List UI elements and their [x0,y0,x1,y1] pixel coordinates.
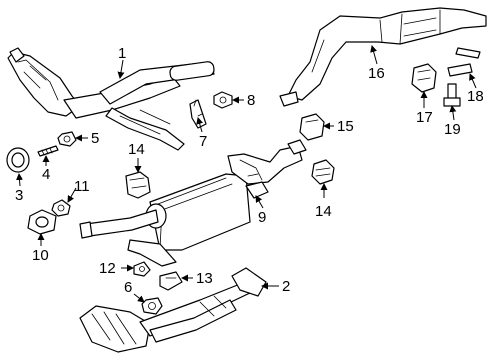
insulator-15 [299,113,325,141]
gasket-ring [6,147,30,173]
callout-13: 13 [196,270,213,287]
callout-14-upper: 14 [128,141,145,158]
insulator-upper [125,171,151,199]
tailpipe-rear-muffler [279,7,487,107]
callout-17: 17 [416,109,433,126]
callout-7: 7 [199,133,207,150]
callout-leaders [16,45,477,303]
flange-gasket [27,209,57,235]
clamp-bracket [159,271,183,291]
callout-16: 16 [368,65,385,82]
front-catalytic-converter-y-pipe [7,47,215,151]
callout-11: 11 [74,178,90,195]
hex-nut [57,131,77,147]
flange-nut [51,199,71,217]
callout-3: 3 [15,187,23,204]
callout-6: 6 [124,279,132,296]
stud-bolt [37,145,59,157]
callout-1: 1 [118,45,126,62]
hanger-bracket [189,99,207,129]
muffler-assembly [79,139,307,267]
flange-bolt [213,91,233,109]
callout-9: 9 [258,209,266,226]
bolt-12 [133,261,151,277]
callout-4: 4 [42,166,50,183]
support-bracket [447,47,481,77]
insulator-17 [411,63,437,93]
callout-18: 18 [467,88,484,105]
hex-nut-lower [141,297,163,315]
callout-12: 12 [99,260,116,277]
callout-8: 8 [247,92,255,109]
callout-10: 10 [32,247,49,264]
callout-2: 2 [282,278,290,295]
rear-catalytic-converter-pipe [79,267,267,353]
callout-5: 5 [91,130,99,147]
insulator-right [311,159,335,185]
hanger-bolt [443,83,461,107]
callout-19: 19 [444,121,461,138]
callout-numbers: 1 2 3 4 5 6 7 8 9 10 11 12 13 14 14 15 1… [15,45,484,296]
callout-15: 15 [337,118,354,135]
callout-14-right: 14 [315,203,332,220]
